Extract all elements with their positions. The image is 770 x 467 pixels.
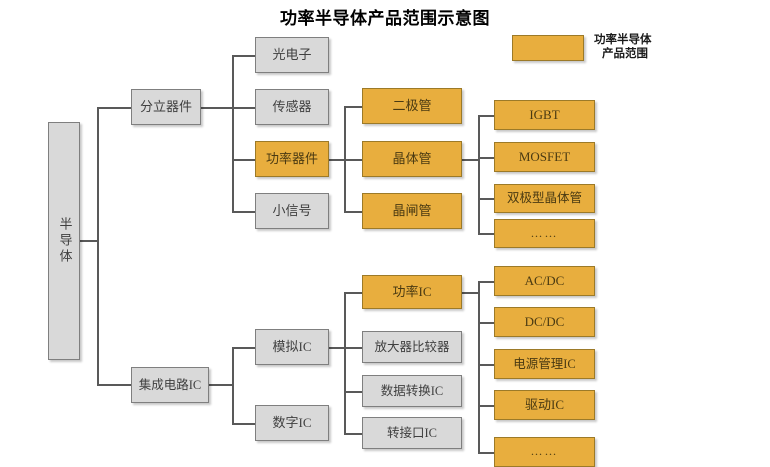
connector-power-ic-to-pmic [478,364,495,366]
node-driver-ic[interactable]: 驱动IC [494,390,595,420]
node-others-power-ic[interactable]: …… [494,437,595,467]
connector-transistor-to-igbt [478,115,495,117]
connector-discrete-to-power-device [232,159,255,161]
node-power-management-ic[interactable]: 电源管理IC [494,349,595,379]
connector-analog-to-power-ic [344,292,363,294]
connector-transistor-to-mosfet [478,157,495,159]
node-sensor[interactable]: 传感器 [255,89,329,125]
node-semiconductor[interactable]: 半导体 [48,122,80,360]
node-ac-dc[interactable]: AC/DC [494,266,595,296]
connector-power-ic-trunk [478,281,480,453]
node-analog-ic[interactable]: 模拟IC [255,329,329,365]
connector-analog-to-interface [344,433,363,435]
connector-discrete-to-small-signal [232,211,255,213]
node-others-transistor[interactable]: …… [494,219,595,248]
node-interface-ic[interactable]: 转接口IC [362,417,462,449]
node-data-converter-ic[interactable]: 数据转换IC [362,375,462,407]
legend-color-swatch [512,35,584,61]
connector-power-ic-to-acdc [478,281,495,283]
connector-power-ic-to-others-2 [478,452,495,454]
connector-analog-stub [329,347,346,349]
connector-discrete-to-sensor [232,107,255,109]
connector-power-device-to-diode [344,106,363,108]
connector-power-ic-to-dcdc [478,322,495,324]
node-digital-ic[interactable]: 数字IC [255,405,329,441]
legend-label-line1: 功率半导体 [594,34,652,46]
page-title: 功率半导体产品范围示意图 [280,9,490,28]
connector-power-device-to-thyristor [344,211,363,213]
node-bipolar-transistor[interactable]: 双极型晶体管 [494,184,595,213]
node-transistor[interactable]: 晶体管 [362,141,462,177]
legend: 功率半导体 产品范围 [512,33,712,79]
legend-label-line2: 产品范围 [602,48,648,61]
node-power-ic[interactable]: 功率IC [362,275,462,309]
connector-power-ic-stub [462,292,480,294]
connector-transistor-stub [462,159,480,161]
connector-root-to-discrete [97,107,133,109]
connector-analog-to-amplifier [344,347,363,349]
connector-power-device-to-transistor [344,159,363,161]
connector-power-ic-to-driver [478,405,495,407]
node-thyristor[interactable]: 晶闸管 [362,193,462,229]
connector-transistor-to-others-1 [478,233,495,235]
node-small-signal[interactable]: 小信号 [255,193,329,229]
connector-transistor-to-bipolar [478,198,495,200]
node-discrete-device[interactable]: 分立器件 [131,89,201,125]
legend-label: 功率半导体 产品范围 [594,33,704,62]
connector-root-stub [80,240,99,242]
node-amplifier-comparator[interactable]: 放大器比较器 [362,331,462,363]
connector-ic-to-digital [232,423,255,425]
connector-root-to-ic [97,384,133,386]
node-mosfet[interactable]: MOSFET [494,142,595,172]
connector-power-device-stub [329,159,346,161]
node-optoelectronic[interactable]: 光电子 [255,37,329,73]
connector-discrete-to-optoelectronic [232,55,255,57]
connector-ic-stub [208,384,234,386]
connector-analog-trunk [344,292,346,434]
connector-ic-to-analog [232,347,255,349]
node-dc-dc[interactable]: DC/DC [494,307,595,337]
node-power-device[interactable]: 功率器件 [255,141,329,177]
node-diode[interactable]: 二极管 [362,88,462,124]
node-igbt[interactable]: IGBT [494,100,595,130]
connector-transistor-trunk [478,115,480,233]
connector-discrete-stub [200,107,234,109]
connector-root-trunk [97,107,99,386]
connector-discrete-trunk [232,55,234,212]
node-integrated-circuit[interactable]: 集成电路IC [131,367,209,403]
connector-analog-to-data-converter [344,391,363,393]
connector-ic-trunk [232,347,234,425]
